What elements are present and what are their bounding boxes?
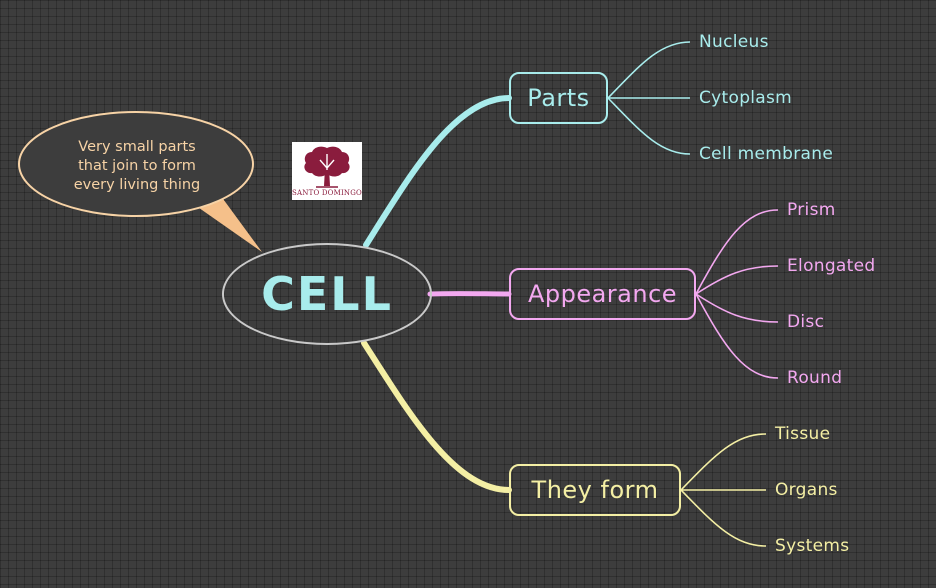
- leaf-cytoplasm[interactable]: Cytoplasm: [699, 88, 793, 108]
- leaf-line-tissue: [680, 433, 767, 491]
- leaf-disc[interactable]: Disc: [787, 312, 825, 332]
- branch-line-they-form: [361, 340, 512, 493]
- branch-appearance[interactable]: Appearance: [509, 268, 696, 320]
- callout-bubble: [18, 111, 254, 217]
- leaf-line-prism: [695, 209, 779, 295]
- leaf-cell-membrane[interactable]: Cell membrane: [699, 144, 834, 164]
- leaf-line-nucleus: [607, 41, 691, 99]
- leaf-prism[interactable]: Prism: [787, 200, 836, 220]
- leaf-tissue[interactable]: Tissue: [775, 424, 831, 444]
- leaf-elongated[interactable]: Elongated: [787, 256, 876, 276]
- leaf-organs[interactable]: Organs: [775, 480, 838, 500]
- leaf-nucleus[interactable]: Nucleus: [699, 32, 769, 52]
- branch-parts[interactable]: Parts: [509, 72, 608, 124]
- leaf-line-elongated: [695, 265, 779, 295]
- branch-line-parts: [363, 95, 512, 248]
- callout-text: Very small parts that join to form every…: [73, 139, 201, 193]
- leaf-line-cell-membrane: [607, 97, 691, 155]
- branch-they-form[interactable]: They form: [509, 464, 681, 516]
- central-topic-cell[interactable]: CELL: [222, 243, 432, 345]
- logo-text: SANTO DOMINGO: [292, 189, 362, 197]
- leaf-line-round: [695, 293, 779, 379]
- tree-icon: [304, 146, 350, 188]
- leaf-line-disc: [695, 293, 779, 323]
- leaf-round[interactable]: Round: [787, 368, 843, 388]
- leaf-systems[interactable]: Systems: [775, 536, 850, 556]
- santo-domingo-logo: SANTO DOMINGO: [292, 142, 362, 200]
- leaf-line-systems: [680, 489, 767, 547]
